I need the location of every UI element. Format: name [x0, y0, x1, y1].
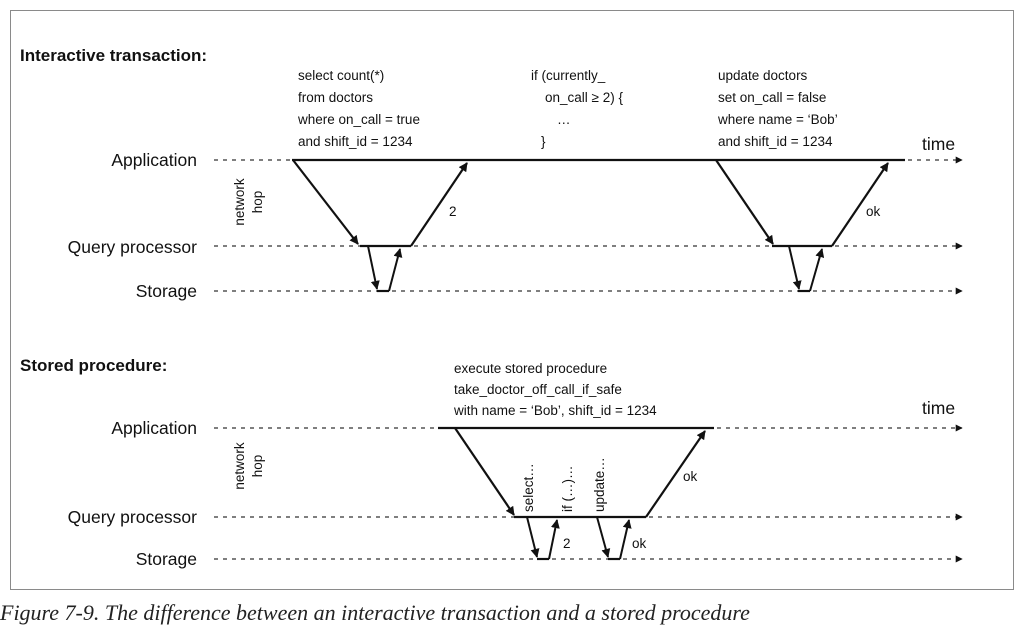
top-request-arrow-1: [292, 159, 359, 245]
bottom-step-if: if (…)…: [560, 466, 575, 513]
top-return-2: ok: [866, 204, 881, 219]
top-storage-response-arrow-2: [809, 248, 825, 292]
top-check-line-1: if (currently_: [531, 68, 606, 83]
top-query-1: select count(*) from doctors where on_ca…: [297, 68, 420, 149]
top-query-1-line-1: select count(*): [298, 68, 384, 83]
bottom-response-arrow: [645, 430, 706, 518]
bottom-storage-return-2: ok: [632, 536, 647, 551]
top-return-1: 2: [449, 204, 457, 219]
bottom-request-arrow: [454, 427, 515, 516]
bottom-lane-storage: Storage: [136, 549, 197, 569]
top-lane-storage: Storage: [136, 281, 197, 301]
bottom-call-line-2: take_doctor_off_call_if_safe: [454, 382, 622, 397]
bottom-storage-response-arrow-2: [619, 519, 632, 560]
bottom-storage-request-arrow-2: [596, 516, 611, 558]
top-storage-response-arrow-1: [388, 248, 403, 292]
top-network-hop-line-2: hop: [250, 191, 265, 214]
top-response-arrow-1: [410, 162, 468, 247]
top-query-1-line-4: and shift_id = 1234: [298, 134, 413, 149]
bottom-storage-request-arrow-1: [526, 516, 540, 558]
top-storage-request-arrow-2: [788, 245, 802, 290]
top-time-label: time: [922, 134, 955, 154]
top-storage-request-arrow-1: [367, 245, 380, 290]
top-network-hop-line-1: network: [232, 178, 247, 226]
bottom-time-label: time: [922, 398, 955, 418]
bottom-step-update: update…: [592, 457, 607, 512]
bottom-network-hop: network hop: [232, 442, 265, 490]
bottom-return-app: ok: [683, 469, 698, 484]
bottom-network-hop-line-2: hop: [250, 455, 265, 478]
bottom-network-hop-line-1: network: [232, 442, 247, 490]
figure-caption: Figure 7-9. The difference between an in…: [0, 600, 750, 625]
bottom-step-select: select…: [521, 463, 536, 512]
top-network-hop: network hop: [232, 178, 265, 226]
bottom-heading: Stored procedure:: [20, 356, 167, 375]
top-query-1-line-3: where on_call = true: [297, 112, 420, 127]
top-query-2-line-3: where name = ‘Bob’: [717, 112, 838, 127]
top-check-line-3: …: [557, 112, 571, 127]
top-query-2-line-4: and shift_id = 1234: [718, 134, 833, 149]
top-check: if (currently_ on_call ≥ 2) { … }: [531, 68, 623, 149]
diagram-frame: [10, 10, 1014, 590]
bottom-step-update-label: update…: [592, 457, 607, 512]
bottom-call-line-3: with name = ‘Bob’, shift_id = 1234: [453, 403, 657, 418]
bottom-step-if-label: if (…)…: [560, 466, 575, 513]
top-lane-application: Application: [111, 150, 197, 170]
top-request-arrow-2: [715, 159, 774, 245]
top-heading: Interactive transaction:: [20, 46, 207, 65]
bottom-call: execute stored procedure take_doctor_off…: [453, 361, 657, 418]
top-query-2-line-2: set on_call = false: [718, 90, 826, 105]
top-check-line-2: on_call ≥ 2) {: [545, 90, 623, 105]
top-lane-query-processor: Query processor: [68, 237, 198, 257]
bottom-lane-query-processor: Query processor: [68, 507, 198, 527]
bottom-step-select-label: select…: [521, 463, 536, 512]
top-query-2-line-1: update doctors: [718, 68, 808, 83]
top-query-1-line-2: from doctors: [298, 90, 373, 105]
top-response-arrow-2: [831, 162, 889, 247]
top-check-line-4: }: [541, 134, 546, 149]
top-query-2: update doctors set on_call = false where…: [717, 68, 838, 149]
bottom-storage-return-1: 2: [563, 536, 571, 551]
bottom-lane-application: Application: [111, 418, 197, 438]
bottom-storage-response-arrow-1: [548, 519, 560, 560]
bottom-call-line-1: execute stored procedure: [454, 361, 607, 376]
